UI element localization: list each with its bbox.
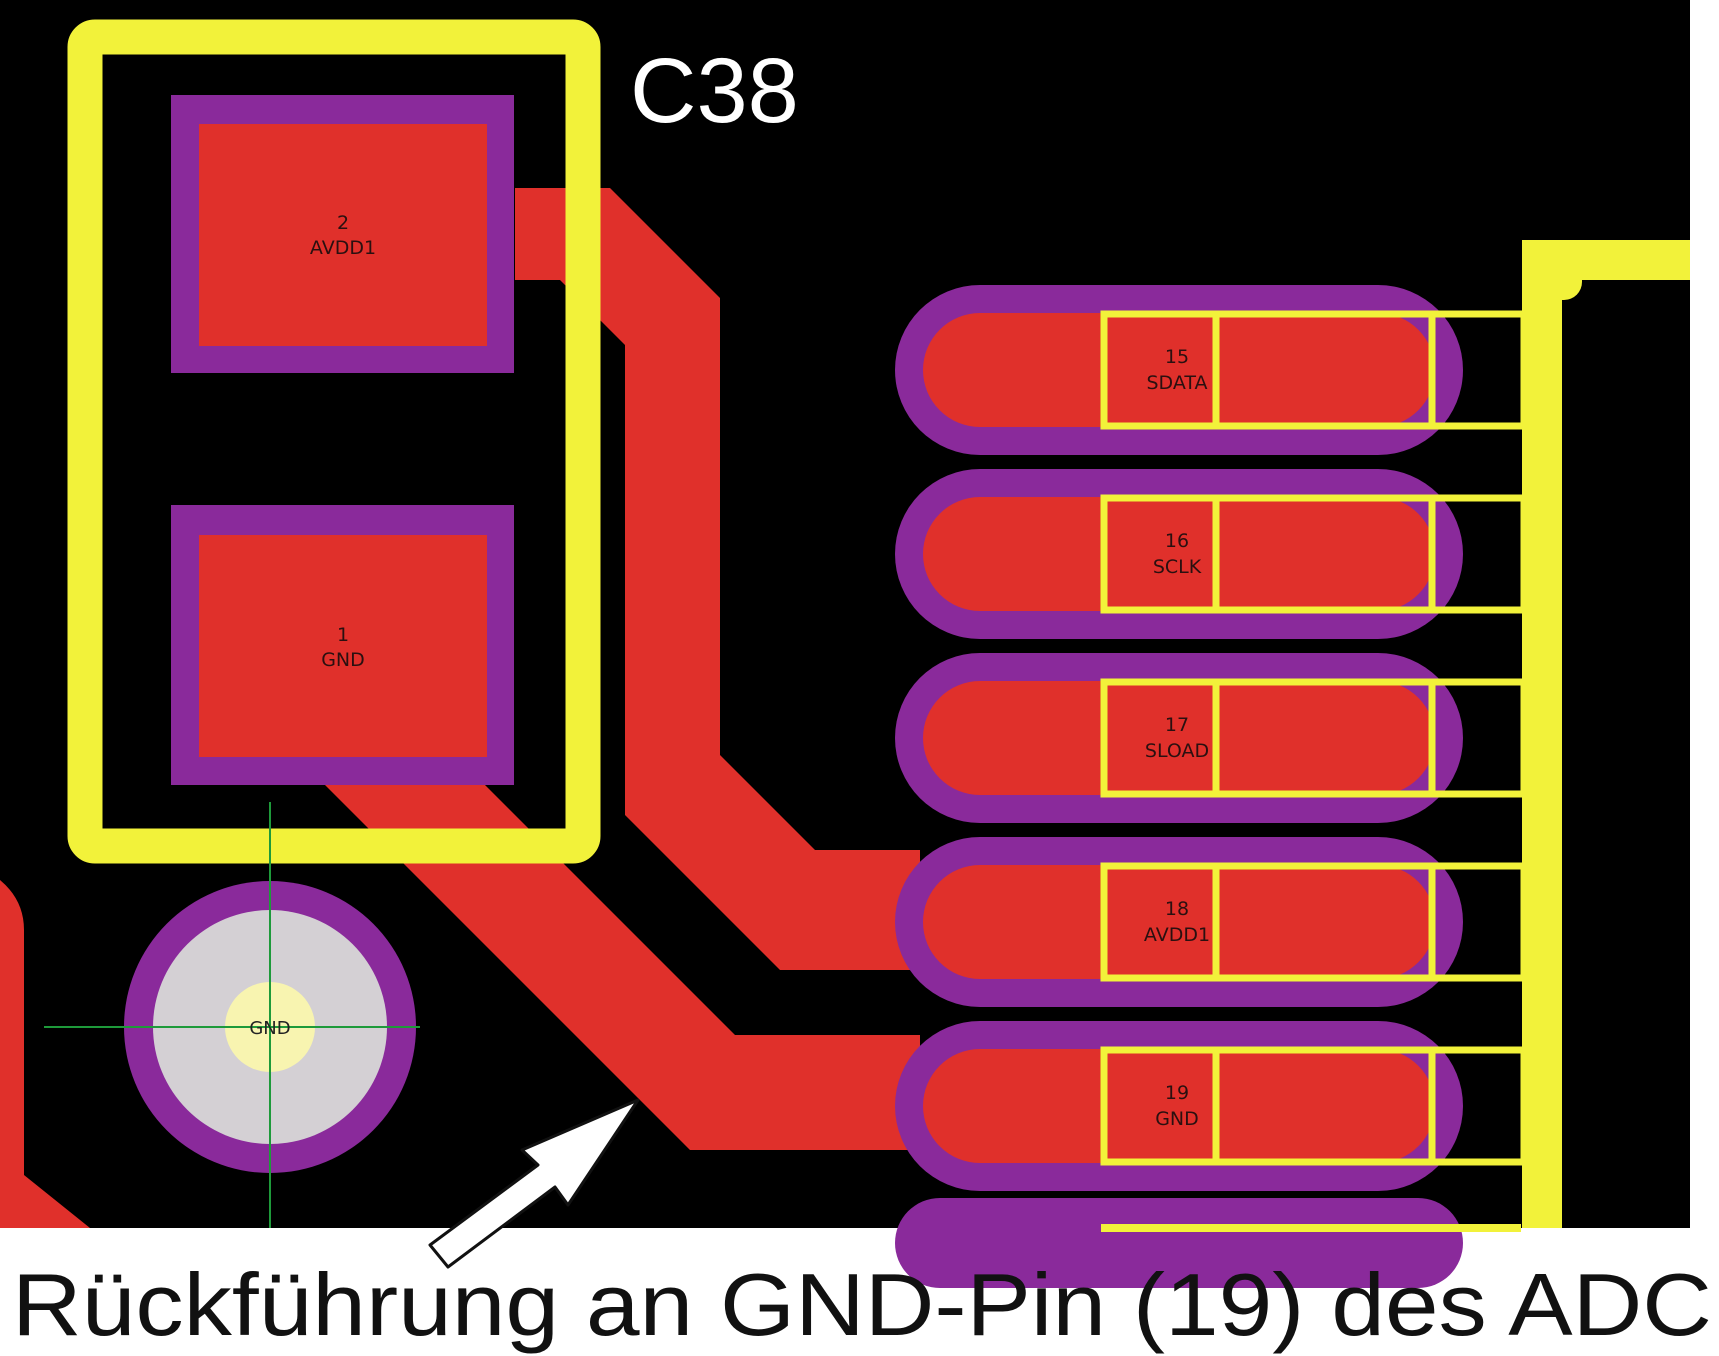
cap-pad-1-copper (199, 535, 487, 757)
adc-pin-number: 16 (1165, 530, 1189, 552)
capacitor-pads (171, 95, 514, 785)
adc-pin-copper (923, 313, 1435, 427)
adc-pin-partial (895, 1198, 1521, 1288)
adc-pin-copper (923, 1049, 1435, 1163)
adc-pin-copper (923, 681, 1435, 795)
cap-pad-2-net: AVDD1 (310, 237, 376, 259)
adc-package-edge (1522, 240, 1562, 1228)
trace-avdd1 (515, 188, 920, 970)
adc-pin-partial-mask (895, 1198, 1463, 1288)
adc-pin-copper (923, 497, 1435, 611)
caption: Rückführung an GND-Pin (19) des ADC (12, 1255, 1712, 1354)
adc-pin-net: AVDD1 (1144, 924, 1210, 946)
adc-pin-number: 15 (1165, 346, 1189, 368)
gnd-via: GND (44, 802, 420, 1228)
left-edge-copper (0, 880, 90, 1228)
adc-pin-number: 17 (1165, 714, 1189, 736)
cap-pad-1-net: GND (321, 649, 365, 671)
adc-pin-net: SCLK (1153, 556, 1202, 578)
adc-pin-number: 19 (1165, 1082, 1189, 1104)
adc-pin-net: SLOAD (1145, 740, 1209, 762)
designator-label: C38 (630, 40, 799, 142)
cap-pad-2-copper (199, 124, 487, 346)
adc-pin-partial-silk (1101, 1224, 1521, 1232)
annotation-arrow (428, 1098, 640, 1269)
adc-pin-net: SDATA (1146, 372, 1207, 394)
via-net-label: GND (249, 1018, 290, 1039)
adc-pin-number: 18 (1165, 898, 1189, 920)
adc-pin-copper (923, 865, 1435, 979)
adc-pin-net: GND (1155, 1108, 1199, 1130)
adc-package-corner (1522, 240, 1582, 300)
capacitor-silkscreen-outline (67, 19, 601, 864)
cap-pad-1-number: 1 (337, 624, 349, 646)
cap-pad-2-number: 2 (337, 212, 349, 234)
